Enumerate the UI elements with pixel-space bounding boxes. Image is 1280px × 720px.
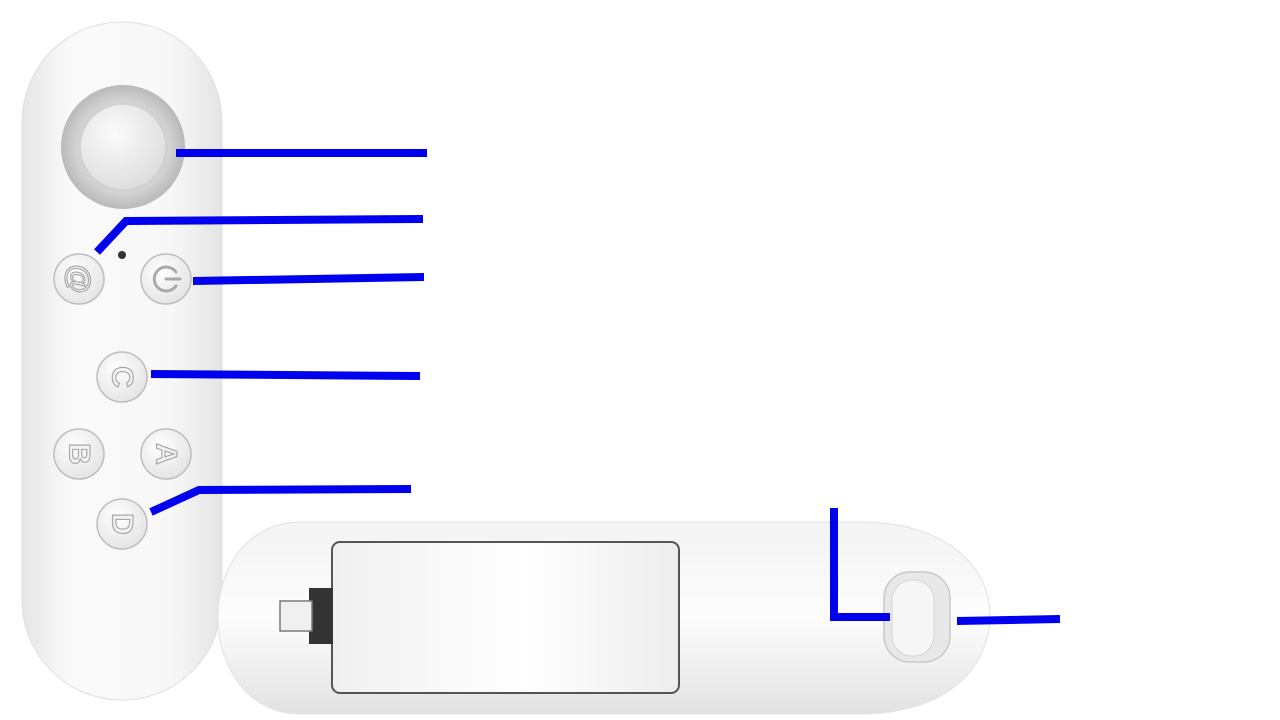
- at-button-label: @: [63, 264, 96, 293]
- power-button[interactable]: [140, 253, 192, 305]
- d-button[interactable]: D: [96, 498, 148, 550]
- callout-power-button: [192, 273, 425, 285]
- callout-d-button: [149, 485, 412, 516]
- callout-side-knob: [830, 508, 890, 621]
- joystick-icon[interactable]: [61, 85, 185, 209]
- a-button-label: A: [150, 443, 183, 465]
- battery-cover: [331, 541, 680, 694]
- b-button[interactable]: B: [53, 428, 105, 480]
- d-button-label: D: [106, 513, 139, 535]
- b-button-label: B: [63, 443, 96, 465]
- power-icon: [152, 265, 182, 293]
- cover-latch: [279, 588, 333, 644]
- callout-indicator-light: [94, 215, 424, 255]
- at-button[interactable]: @: [53, 253, 105, 305]
- side-knob[interactable]: [883, 571, 951, 663]
- indicator-light: [118, 251, 126, 259]
- a-button[interactable]: A: [140, 428, 192, 480]
- remote-side-view: [217, 521, 991, 715]
- c-button-label: C: [106, 366, 139, 388]
- remote-front-view: @ C B A D: [21, 21, 223, 701]
- callout-knob-right: [956, 615, 1061, 625]
- callout-c-button: [150, 370, 421, 380]
- callout-lines: [94, 149, 1061, 625]
- c-button[interactable]: C: [96, 351, 148, 403]
